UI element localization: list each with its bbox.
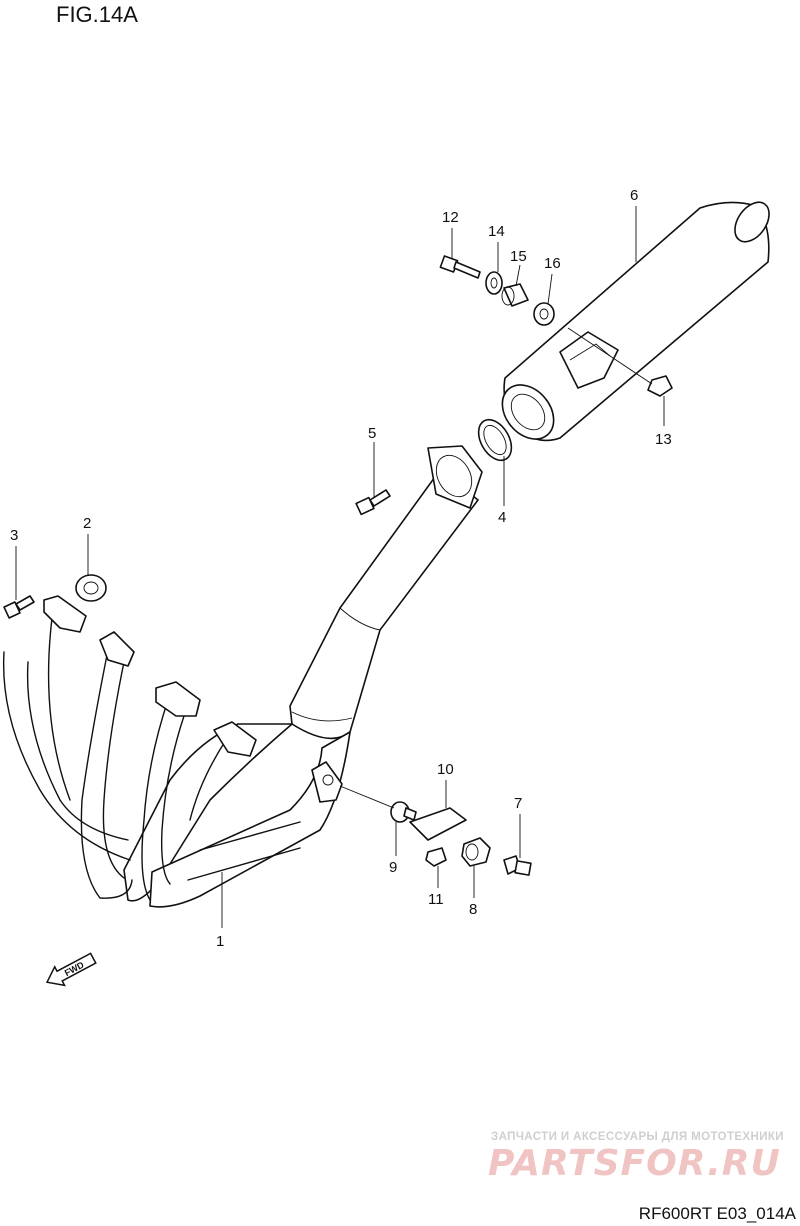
callout-5: 5 <box>368 425 376 442</box>
callout-13: 13 <box>655 431 672 448</box>
callout-12: 12 <box>442 209 459 226</box>
callout-10: 10 <box>437 761 454 778</box>
connector-gasket <box>477 418 513 462</box>
callout-7: 7 <box>514 795 522 812</box>
watermark-tagline: ЗАПЧАСТИ И АКСЕССУАРЫ ДЛЯ МОТОТЕХНИКИ <box>491 1131 784 1143</box>
callout-9: 9 <box>389 859 397 876</box>
muffler <box>501 201 770 442</box>
callout-4: 4 <box>498 509 506 526</box>
callout-3: 3 <box>10 527 18 544</box>
callout-11: 11 <box>428 891 444 908</box>
callout-labels: 1 2 3 4 5 6 7 8 9 10 11 12 13 14 15 16 <box>10 187 672 950</box>
collector-pipe <box>289 445 483 740</box>
leader-lines <box>15 206 665 928</box>
callout-14: 14 <box>488 223 505 240</box>
drawing-code: RF600RT E03_014A <box>638 1204 796 1223</box>
callout-1: 1 <box>216 933 224 950</box>
fwd-arrow-icon: FWD <box>45 952 97 987</box>
callout-6: 6 <box>630 187 638 204</box>
watermark-logo: PARTSFOR.RU <box>488 1143 781 1184</box>
callout-15: 15 <box>510 248 527 265</box>
callout-8: 8 <box>469 901 477 918</box>
header-pipes <box>2 595 351 908</box>
figure-title: FIG.14A <box>56 2 138 27</box>
callout-2: 2 <box>83 515 91 532</box>
callout-16: 16 <box>544 255 561 272</box>
small-parts <box>3 255 673 876</box>
